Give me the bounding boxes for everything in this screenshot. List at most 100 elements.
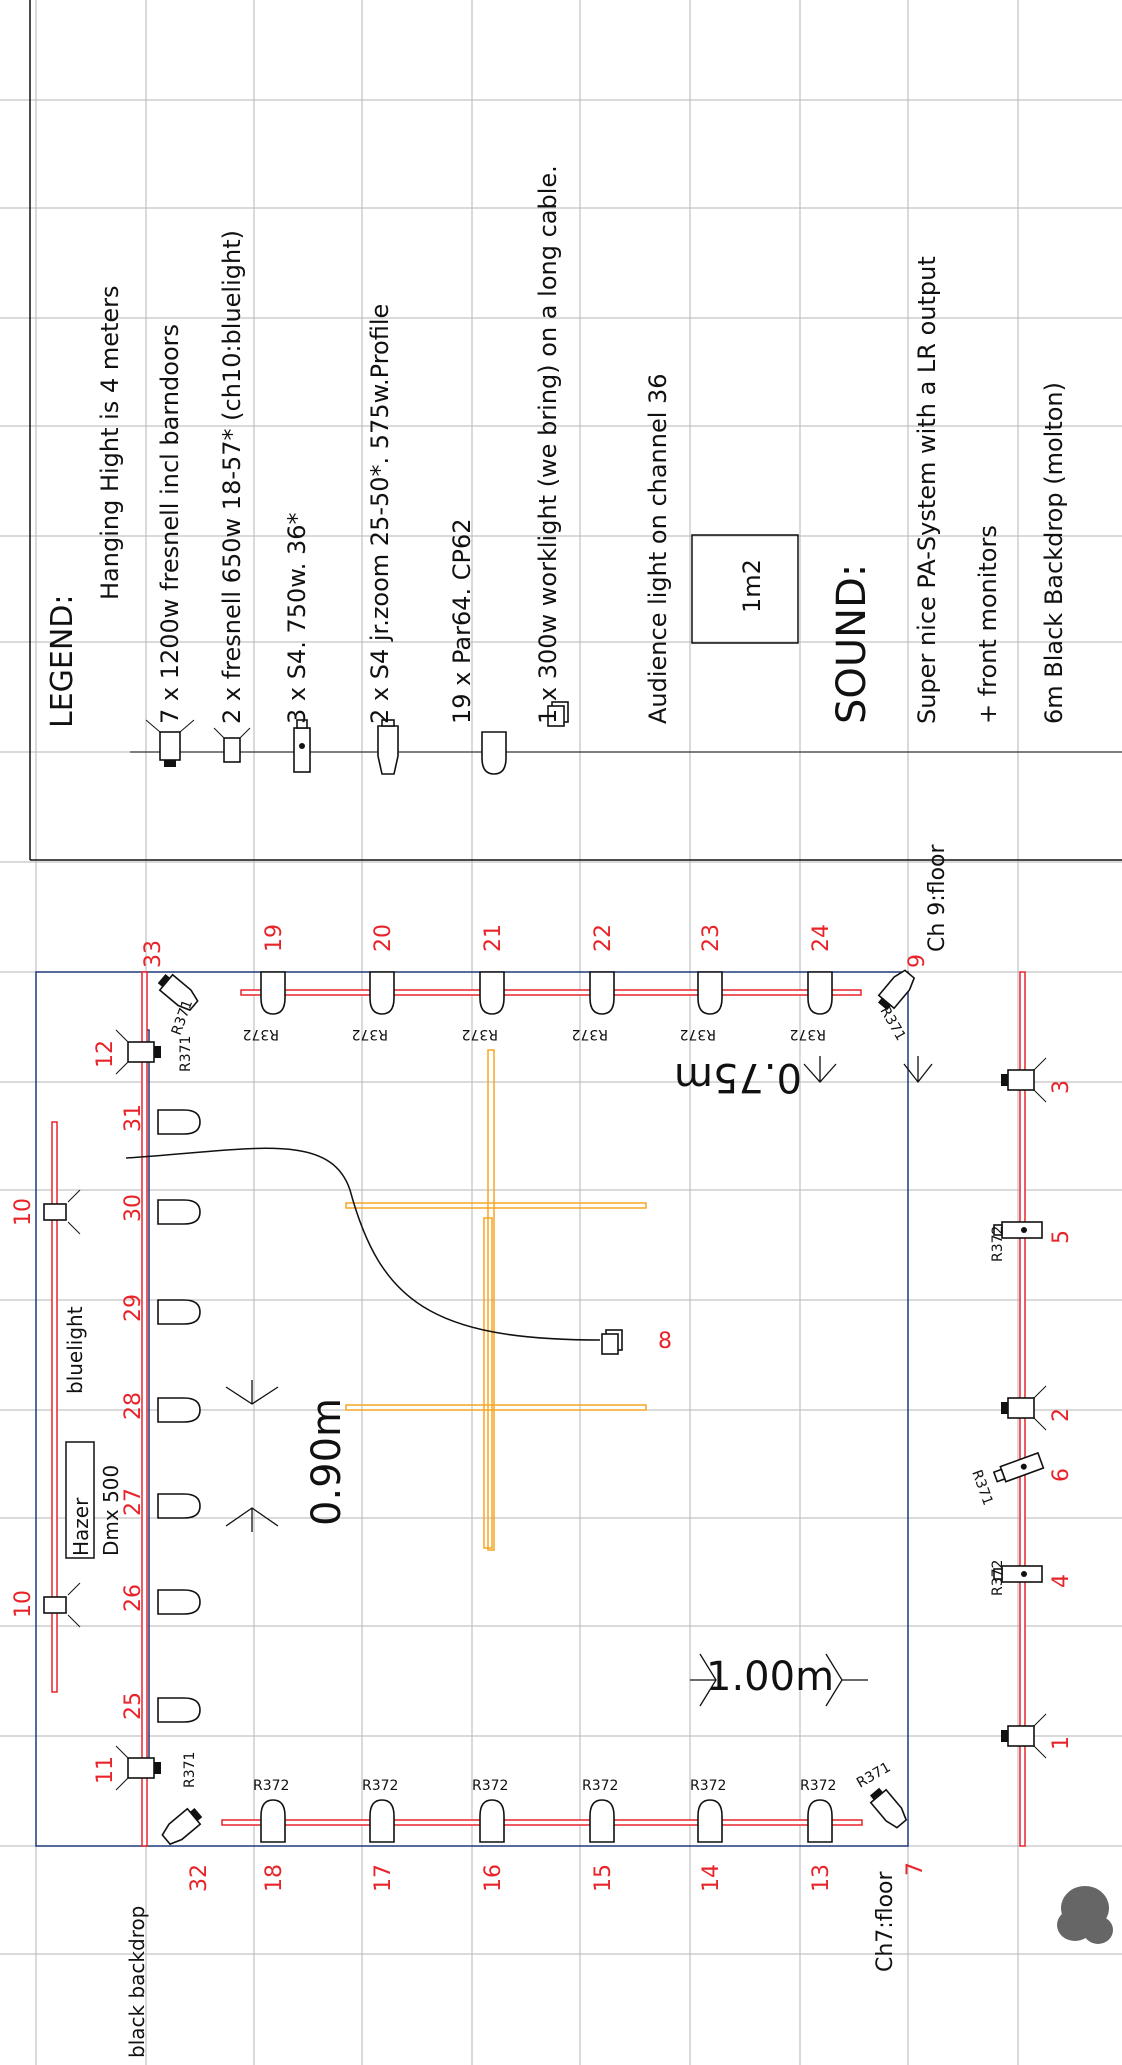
dimension-100: 1.00m [706,1654,834,1700]
fresnel-650-text: 2 x fresnell 650w 18-57* (ch10:bluelight… [218,230,246,724]
s4-jr-text: 2 x S4 jr.zoom 25-50*. 575w.Profile [366,304,394,724]
gel-r372: R372 [800,1778,836,1794]
gel-r372: R372 [352,1026,388,1042]
par64-icon [157,1109,201,1135]
backdrop-text: 6m Black Backdrop (molton) [1040,382,1068,724]
gel-r372: R372 [362,1778,398,1794]
gel-r372: R372 [690,1778,726,1794]
dimension-marks [225,1056,933,1707]
ch9-floor-label: Ch 9:floor [925,844,950,952]
gel-r371: R371 [854,1759,894,1791]
gel-r372: R372 [790,1026,826,1042]
par64-icon [807,971,833,1015]
audience-silhouette-icon [1057,1886,1113,1944]
channel-23: 23 [699,924,724,952]
fresnel-icon [1001,1057,1047,1103]
channel-26: 26 [121,1584,146,1612]
s4-jr-zoom-icon [877,969,916,1011]
channel-17: 17 [371,1864,396,1892]
s4-750-text: 3 x S4. 750w. 36* [283,512,311,724]
par64-icon [260,1799,286,1843]
par64-icon [157,1397,201,1423]
par64-icon [589,1799,615,1843]
channel-1: 1 [1049,1736,1074,1750]
channel-14: 14 [699,1864,724,1892]
worklight-text: 1 x 300w worklight (we bring) on a long … [534,165,562,724]
gel-r372: R372 [462,1026,498,1042]
channel-30: 30 [121,1194,146,1222]
gel-r371: R371 [178,1036,194,1072]
channel-10: 10 [11,1590,36,1618]
gel-r372: R372 [472,1778,508,1794]
channel-6: 6 [1049,1468,1074,1482]
black-backdrop-label: black backdrop [125,1906,149,2058]
gel-r371: R371 [169,998,197,1038]
channel-25: 25 [121,1692,146,1720]
ch7-floor-label: Ch7:floor [873,1871,898,1972]
fresnel-1200-text: 7 x 1200w fresnell incl barndoors [156,324,184,724]
channel-4: 4 [1049,1574,1074,1588]
gel-r372: R372 [243,1026,279,1042]
channel-13: 13 [809,1864,834,1892]
front-monitors-text: + front monitors [974,525,1002,724]
channel-16: 16 [481,1864,506,1892]
hazer-box [65,1441,95,1559]
fresnel-icon [115,1745,161,1791]
fresnel-650-icon [213,727,251,763]
fresnel-icon [43,1582,81,1628]
s4-icon [992,1451,1045,1483]
channel-19: 19 [262,924,287,952]
fresnel-icon [1001,1713,1047,1759]
fresnel-1200-icon [145,719,195,767]
channel-11: 11 [93,1756,118,1784]
channel-27: 27 [121,1488,146,1516]
par64-icon [807,1799,833,1843]
gel-r371: R371 [182,1752,198,1788]
channel-10: 10 [11,1198,36,1226]
par64-icon [157,1589,201,1615]
hanging-height: Hanging Hight is 4 meters [96,285,124,600]
channel-2: 2 [1049,1408,1074,1422]
channel-18: 18 [262,1864,287,1892]
par64-icon [260,971,286,1015]
channel-32: 32 [187,1864,212,1892]
channel-24: 24 [809,924,834,952]
sound-title: SOUND: [829,564,875,724]
audience-light-box [691,534,799,644]
channel-5: 5 [1049,1230,1074,1244]
stage-outline [35,971,909,1847]
fresnel-icon [1001,1385,1047,1431]
channel-20: 20 [371,924,396,952]
channel-33: 33 [141,940,166,968]
gel-r372: R372 [990,1560,1006,1596]
par64-icon [479,1799,505,1843]
pa-system-text: Super nice PA-System with a LR output [913,256,941,724]
fresnel-icon [43,1189,81,1235]
s4-jr-zoom-icon [161,1807,203,1846]
gel-r372: R372 [572,1026,608,1042]
channel-29: 29 [121,1294,146,1322]
s4-icon [993,1221,1043,1239]
s4-jr-zoom-icon [377,719,399,775]
gel-r372: R372 [582,1778,618,1794]
s4-jr-zoom-icon [869,1787,908,1829]
channel-15: 15 [591,1864,616,1892]
hazer-label: Hazer [69,1497,93,1556]
par64-icon [157,1493,201,1519]
channel-28: 28 [121,1392,146,1420]
par64-icon [479,971,505,1015]
dimension-075: 0.75m [674,1054,802,1100]
legend-panel [29,0,1122,861]
channel-21: 21 [481,924,506,952]
channel-31: 31 [121,1104,146,1132]
bluelight-label: bluelight [63,1306,87,1394]
channel-9: 9 [905,954,930,968]
par64-icon [157,1697,201,1723]
par64-icon [481,731,507,775]
par64-text: 19 x Par64. CP62 [448,518,476,724]
gel-r372: R372 [680,1026,716,1042]
par64-icon [697,971,723,1015]
par64-icon [157,1299,201,1325]
